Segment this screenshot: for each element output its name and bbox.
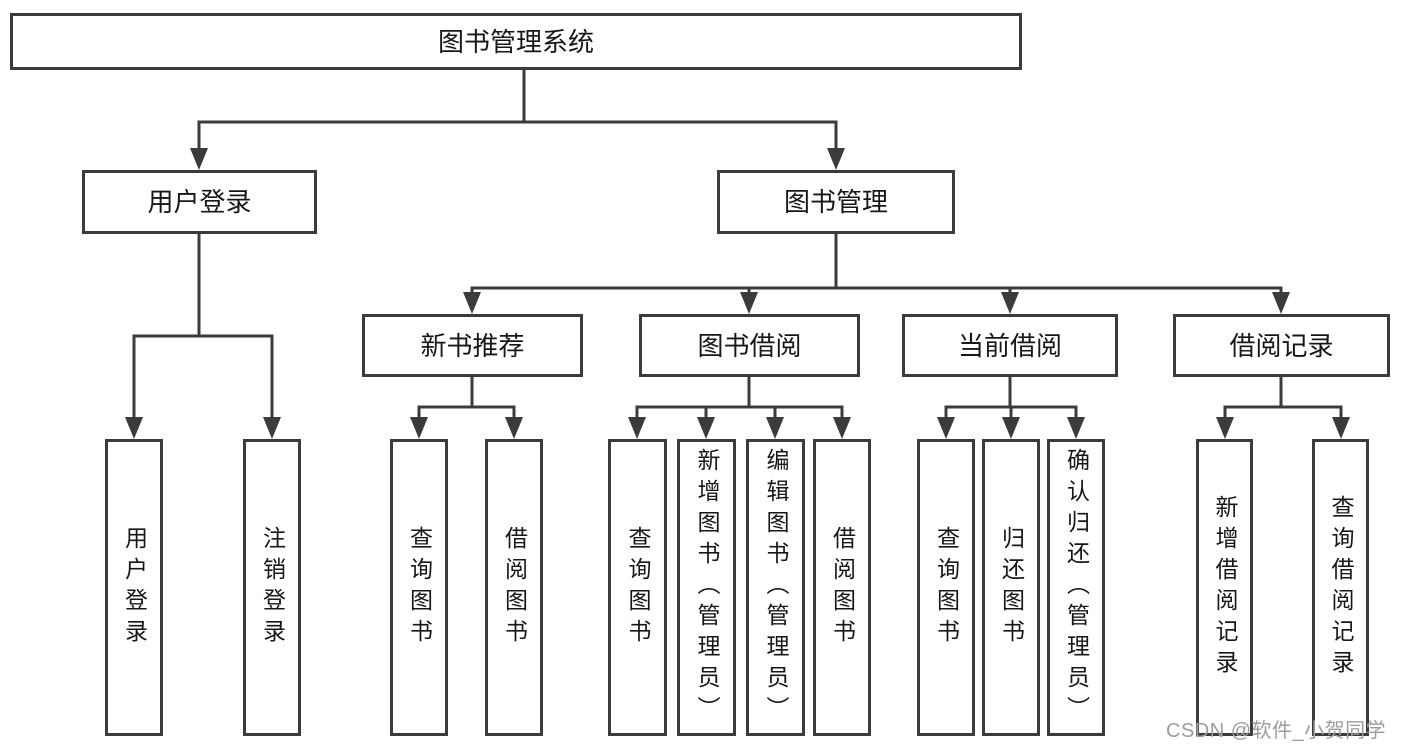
leaf-query-book-1: 查询图书: [390, 439, 448, 736]
node-borrow-records: 借阅记录: [1173, 314, 1390, 377]
node-book-management: 图书管理: [717, 170, 955, 234]
leaf-query-book-2: 查询图书: [608, 439, 667, 736]
node-book-borrow: 图书借阅: [639, 314, 860, 377]
leaf-borrow-book-2: 借阅图书: [813, 439, 871, 736]
leaf-query-book-3: 查询图书: [917, 439, 975, 736]
leaf-logout: 注销登录: [243, 439, 301, 736]
node-current-borrow: 当前借阅: [902, 314, 1118, 377]
leaf-confirm-return-admin: 确认归还（管理员）: [1047, 439, 1105, 736]
leaf-query-borrow-record: 查询借阅记录: [1312, 439, 1369, 736]
leaf-borrow-book-1: 借阅图书: [485, 439, 543, 736]
node-new-book-recommend: 新书推荐: [362, 314, 583, 377]
leaf-return-book: 归还图书: [982, 439, 1040, 736]
node-user-login: 用户登录: [82, 170, 317, 234]
leaf-user-login: 用户登录: [105, 439, 163, 736]
leaf-add-book-admin: 新增图书（管理员）: [677, 439, 736, 736]
node-root: 图书管理系统: [10, 13, 1022, 70]
leaf-edit-book-admin: 编辑图书（管理员）: [746, 439, 805, 736]
watermark: CSDN @软件_小贺同学: [1166, 720, 1387, 742]
leaf-add-borrow-record: 新增借阅记录: [1196, 439, 1253, 736]
